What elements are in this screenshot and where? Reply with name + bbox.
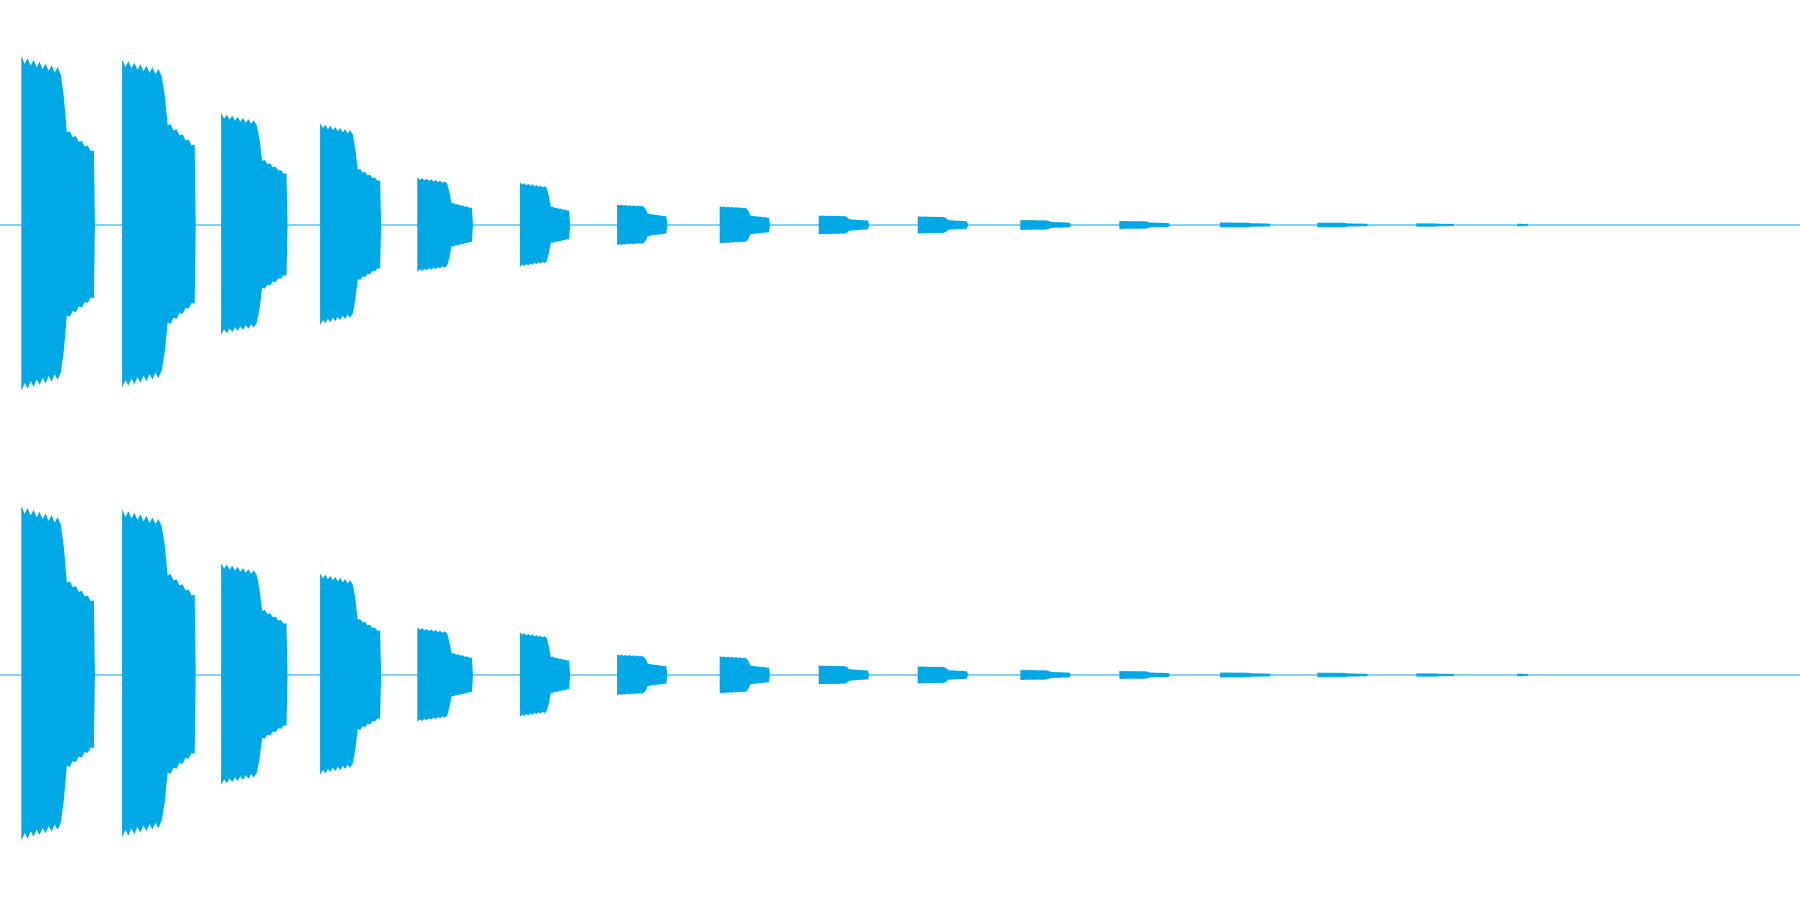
channel-1-pulse-3 (221, 113, 288, 334)
channel-1-pulse-5 (417, 177, 473, 272)
channel-2-pulse-6 (519, 632, 571, 717)
channel-2-pulse-12 (1119, 670, 1170, 679)
channel-2-pulse-9 (818, 665, 869, 685)
channel-1-pulse-7 (617, 204, 668, 246)
channel-2-pulse-5 (417, 627, 473, 722)
channel-1-pulse-11 (1020, 219, 1071, 230)
channel-2-waveform (0, 506, 1800, 840)
channel-2-pulse-1 (21, 506, 95, 840)
channel-1-pulse-9 (818, 215, 869, 235)
channel-2-pulse-3 (221, 563, 288, 784)
channel-1-pulse-8 (719, 206, 770, 244)
channel-2-pulse-7 (617, 654, 668, 696)
channel-1-pulse-12 (1119, 220, 1170, 229)
channel-1-waveform (0, 56, 1800, 390)
channel-1-pulse-6 (519, 182, 571, 267)
channel-2-pulse-4 (320, 574, 382, 775)
channel-2-pulse-11 (1020, 669, 1071, 680)
channel-2-pulse-13 (1220, 672, 1271, 678)
channel-2-pulse-16 (1517, 673, 1528, 677)
channel-1-pulse-14 (1317, 222, 1368, 228)
channel-2-pulse-10 (917, 666, 968, 684)
channel-1-pulse-13 (1220, 222, 1271, 228)
channel-1-pulse-16 (1517, 223, 1528, 227)
channel-2-pulse-15 (1416, 673, 1454, 677)
channel-1-pulse-2 (122, 60, 196, 387)
channel-2-pulse-2 (122, 510, 196, 837)
channel-1-pulse-4 (320, 124, 382, 325)
channel-1-pulse-1 (21, 56, 95, 390)
channel-2-pulse-8 (719, 656, 770, 694)
channel-2-pulse-14 (1317, 672, 1368, 678)
channel-1-pulse-15 (1416, 223, 1454, 227)
channel-1-pulse-10 (917, 216, 968, 234)
